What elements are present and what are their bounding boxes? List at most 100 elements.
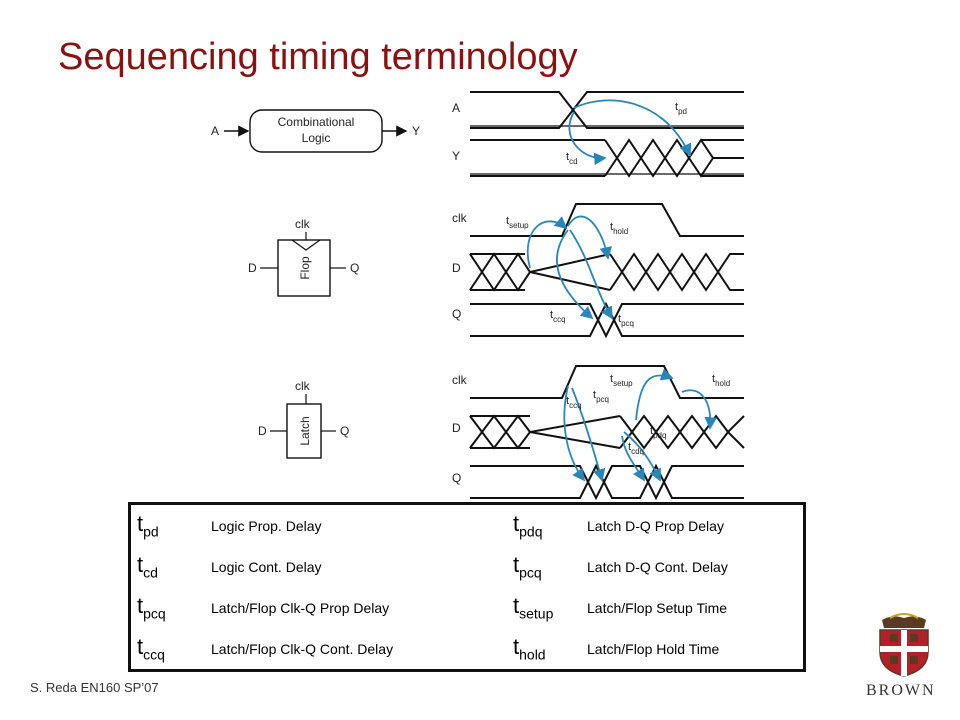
wave-label-flop-clk: clk — [452, 211, 468, 225]
term-description: Latch/Flop Setup Time — [587, 599, 728, 616]
term-symbol-base: t — [513, 634, 520, 660]
comb-box-line1: Combinational — [278, 115, 355, 129]
anno-latch-thold: thold — [712, 373, 730, 388]
flop-d-label: D — [248, 261, 257, 275]
anno-tcd: tcd — [566, 151, 578, 166]
latch-d-label: D — [258, 424, 267, 438]
term-symbol-base: t — [513, 552, 520, 578]
latch-waveforms: clk D Q tccq tpcq tsetup thold tpdq tcdq — [452, 365, 745, 500]
arrow-latch-tcdq — [621, 435, 645, 482]
latch-box-label: Latch — [298, 416, 312, 445]
timing-diagram: A Combinational Logic Y clk Flop D Q clk… — [211, 91, 745, 500]
arrow-latch-tpdq — [623, 431, 661, 482]
latch-symbol: clk Latch D Q — [258, 379, 349, 459]
arrow-latch-tccq — [563, 385, 586, 482]
wave-latch-Q — [470, 463, 744, 500]
term-symbol-subscript: pdq — [519, 523, 543, 540]
wave-flop-clk — [470, 203, 744, 237]
term-symbol-subscript: pcq — [519, 564, 542, 581]
slide-footer: S. Reda EN160 SP’07 — [30, 680, 159, 695]
anno-flop-tccq: tccq — [550, 309, 566, 324]
term-symbol: tsetup — [507, 587, 581, 628]
arrow-flop-tsetup — [526, 216, 568, 269]
wave-label-flop-D: D — [452, 261, 461, 275]
wave-label-Y: Y — [452, 149, 460, 163]
brown-shield-logo-icon — [879, 613, 929, 677]
term-symbol-subscript: ccq — [143, 646, 165, 663]
wave-latch-D — [469, 414, 745, 450]
comb-output-label: Y — [412, 124, 420, 138]
wave-label-A: A — [452, 101, 460, 115]
anno-tpd: tpd — [675, 101, 687, 116]
latch-box — [286, 403, 322, 459]
anno-latch-tccq: tccq — [566, 395, 582, 410]
term-description: Latch D-Q Prop Delay — [587, 517, 724, 534]
slide-title: Sequencing timing terminology — [58, 36, 578, 78]
arrow-flop-tpcq — [569, 229, 613, 320]
flop-q-label: Q — [350, 261, 359, 275]
term-symbol-base: t — [513, 511, 520, 537]
arrow-latch-tsetup — [635, 368, 674, 421]
arrow-latch-tpcq — [571, 387, 606, 482]
term-description: Latch/Flop Clk-Q Cont. Delay — [211, 640, 394, 657]
wave-label-latch-D: D — [452, 421, 461, 435]
term-symbol-base: t — [137, 593, 144, 619]
term-symbol-subscript: setup — [519, 605, 554, 622]
flop-symbol: clk Flop D Q — [248, 217, 359, 297]
wave-flop-D — [469, 252, 744, 292]
anno-latch-tpdq: tpdq — [650, 425, 666, 440]
anno-flop-tpcq: tpcq — [618, 313, 634, 328]
term-symbol: tpcq — [507, 546, 581, 587]
anno-flop-tsetup: tsetup — [506, 215, 529, 230]
anno-flop-thold: thold — [610, 221, 628, 236]
flop-waveforms: clk D Q tsetup thold tccq tpcq — [452, 203, 744, 339]
term-description: Latch/Flop Hold Time — [587, 640, 720, 657]
comb-waveforms: A Y tpd tcd — [452, 91, 744, 178]
term-description: Latch D-Q Cont. Delay — [587, 558, 728, 575]
term-symbol: tccq — [130, 628, 206, 671]
wave-label-latch-Q: Q — [452, 471, 461, 485]
arrow-tpd — [573, 99, 692, 157]
term-symbol: tcd — [130, 546, 206, 587]
arrow-tcd — [568, 111, 607, 166]
term-description: Logic Prop. Delay — [211, 517, 322, 534]
term-symbol-subscript: hold — [519, 646, 546, 663]
term-symbol-subscript: pd — [143, 523, 159, 540]
term-symbol-base: t — [137, 511, 144, 537]
term-description: Latch/Flop Clk-Q Prop Delay — [211, 599, 390, 616]
flop-clk-label: clk — [295, 217, 311, 231]
flop-clock-triangle — [291, 239, 321, 251]
wave-label-flop-Q: Q — [452, 307, 461, 321]
anno-latch-tcdq: tcdq — [628, 441, 644, 456]
combinational-logic-symbol: A Combinational Logic Y — [211, 109, 420, 153]
term-description: Logic Cont. Delay — [211, 558, 322, 575]
arrow-flop-tccq — [556, 229, 594, 320]
wave-A — [470, 91, 744, 129]
term-symbol-subscript: cd — [143, 564, 158, 581]
anno-latch-tpcq: tpcq — [593, 389, 609, 404]
latch-q-label: Q — [340, 424, 349, 438]
term-symbol-base: t — [513, 593, 520, 619]
wave-latch-clk — [470, 365, 744, 399]
flop-box-label: Flop — [298, 256, 312, 280]
arrow-flop-thold — [567, 215, 612, 260]
latch-clk-label: clk — [295, 379, 311, 393]
term-symbol: tpdq — [507, 504, 581, 547]
term-symbol-subscript: pcq — [143, 605, 166, 622]
term-symbol-base: t — [137, 634, 144, 660]
term-symbol: tpcq — [130, 587, 206, 628]
term-symbol-base: t — [137, 552, 144, 578]
comb-box-line2: Logic — [302, 131, 331, 145]
term-symbol: tpd — [130, 504, 206, 547]
anno-latch-tsetup: tsetup — [610, 373, 633, 388]
term-symbol: thold — [507, 628, 581, 671]
brown-logo-text: BROWN — [866, 682, 936, 699]
arrow-latch-thold — [681, 389, 718, 430]
wave-label-latch-clk: clk — [452, 373, 468, 387]
comb-input-label: A — [211, 124, 219, 138]
